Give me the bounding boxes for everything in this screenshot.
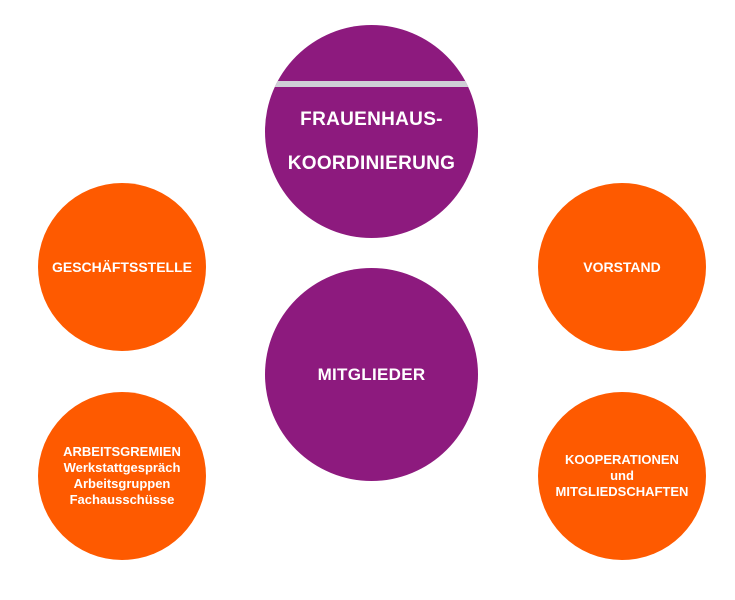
node-frauenhaus-koordinierung: FRAUENHAUS- KOORDINIERUNG	[265, 25, 478, 238]
node-kooperationen: KOOPERATIONEN und MITGLIEDSCHAFTEN	[538, 392, 706, 560]
node-kooperationen-line1: KOOPERATIONEN	[565, 452, 679, 467]
node-arbeitsgremien-item: Arbeitsgruppen	[73, 476, 171, 491]
node-arbeitsgremien-item: Fachausschüsse	[69, 492, 175, 507]
node-arbeitsgremien-item: Werkstattgespräch	[63, 460, 181, 475]
node-kooperationen-line3: MITGLIEDSCHAFTEN	[555, 484, 689, 499]
node-arbeitsgremien-label: ARBEITSGREMIEN	[63, 444, 181, 459]
node-mitglieder-label: MITGLIEDER	[317, 364, 426, 384]
node-kooperationen-line2: und	[610, 468, 634, 483]
node-kooperationen-text: KOOPERATIONEN und MITGLIEDSCHAFTEN	[556, 452, 689, 500]
node-vorstand-label: VORSTAND	[583, 259, 661, 275]
node-geschaeftsstelle: GESCHÄFTSSTELLE	[38, 183, 206, 351]
decorative-stripe	[265, 81, 478, 87]
node-frauenhaus-text: FRAUENHAUS- KOORDINIERUNG	[288, 88, 456, 176]
node-mitglieder: MITGLIEDER	[265, 268, 478, 481]
node-geschaeftsstelle-label: GESCHÄFTSSTELLE	[51, 259, 192, 275]
node-frauenhaus-line2: KOORDINIERUNG	[287, 152, 456, 174]
node-vorstand: VORSTAND	[538, 183, 706, 351]
node-arbeitsgremien-text: ARBEITSGREMIEN Werkstattgespräch Arbeits…	[63, 444, 181, 508]
node-arbeitsgremien: ARBEITSGREMIEN Werkstattgespräch Arbeits…	[38, 392, 206, 560]
node-frauenhaus-line1: FRAUENHAUS-	[300, 108, 443, 130]
